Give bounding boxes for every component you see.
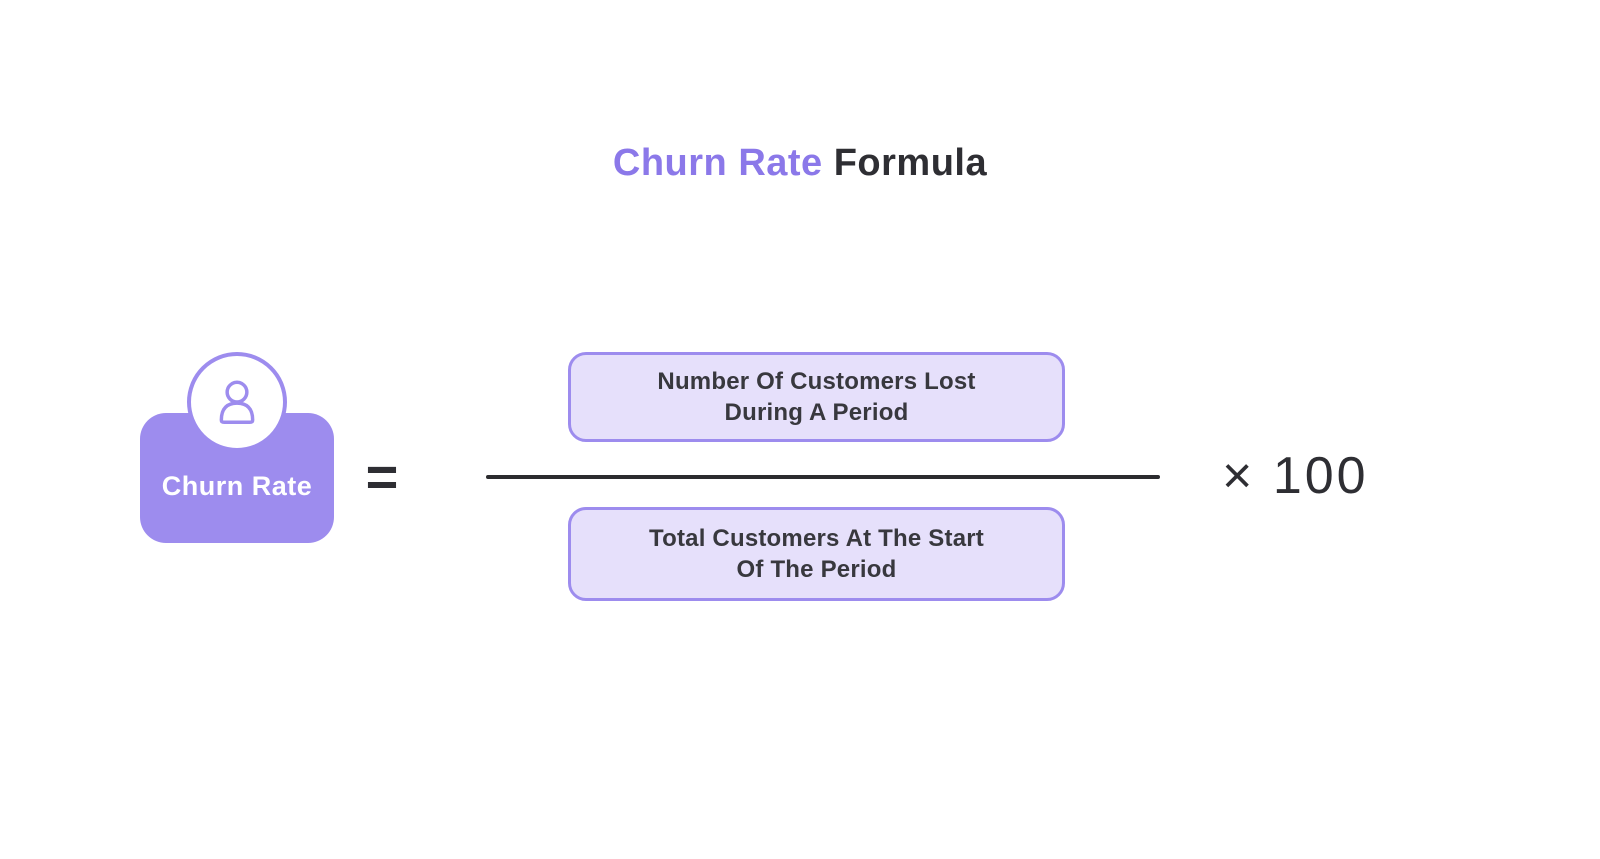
numerator-line2: During A Period bbox=[724, 399, 909, 426]
numerator-box: Number Of Customers Lost During A Period bbox=[568, 352, 1065, 442]
denominator-line2: Of The Period bbox=[736, 556, 897, 583]
equals-sign: = bbox=[365, 445, 399, 508]
multiplier-text: × 100 bbox=[1222, 447, 1369, 505]
badge-avatar-circle bbox=[187, 352, 287, 452]
title-highlight: Churn Rate bbox=[612, 142, 823, 184]
badge-label: Churn Rate bbox=[161, 471, 313, 501]
fraction-bar bbox=[486, 475, 1160, 479]
denominator-box: Total Customers At The Start Of The Peri… bbox=[568, 507, 1065, 601]
person-icon bbox=[208, 373, 266, 431]
title-rest: Formula bbox=[833, 142, 988, 184]
numerator-line1: Number Of Customers Lost bbox=[657, 368, 976, 395]
denominator-line1: Total Customers At The Start bbox=[649, 525, 984, 552]
